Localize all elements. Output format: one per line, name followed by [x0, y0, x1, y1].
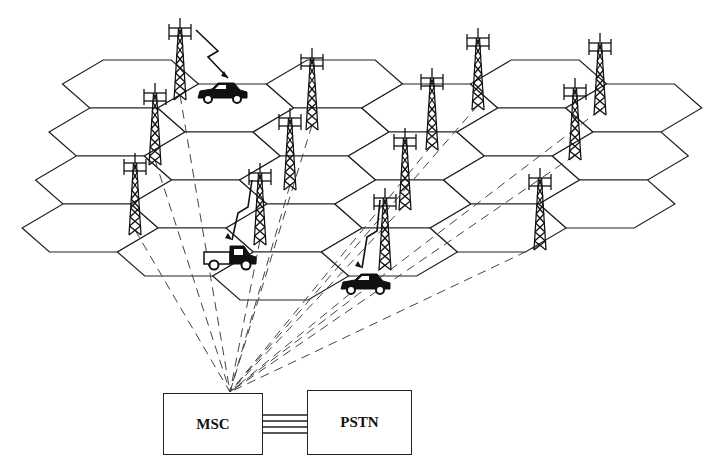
base-station-tower [529, 168, 551, 250]
radio-arrowhead [355, 261, 362, 268]
backhaul-link [155, 160, 230, 392]
car [198, 83, 247, 103]
backhaul-link [230, 240, 260, 392]
backhaul-link [230, 205, 405, 392]
base-station-tower [144, 83, 166, 165]
cell-hexagon [539, 180, 675, 228]
backhaul-link [230, 145, 432, 392]
box-label: PSTN [340, 414, 378, 431]
radio-link [196, 30, 228, 78]
base-station-tower [467, 28, 489, 110]
radio-arrowhead [225, 233, 232, 240]
system-box: MSC [163, 393, 263, 455]
base-station-tower [421, 68, 443, 150]
backhaul-link [230, 155, 575, 392]
base-station-tower [124, 153, 146, 235]
radio-arrowhead [221, 71, 228, 78]
radio-link [232, 180, 252, 240]
base-station-tower [301, 48, 323, 130]
truck [204, 246, 256, 270]
base-station-tower [169, 18, 191, 100]
base-station-tower [394, 128, 416, 210]
box-label: MSC [196, 416, 229, 433]
backhaul-link [230, 185, 290, 392]
trunk-lines [263, 415, 307, 433]
radio-link [362, 200, 380, 268]
backhaul-link [180, 95, 230, 392]
base-station-tower [249, 163, 271, 245]
base-station-tower [279, 108, 301, 190]
system-box: PSTN [307, 390, 412, 455]
cell-hexagon [144, 132, 280, 180]
cell-hexagon [457, 108, 593, 156]
backhaul-link [230, 110, 600, 392]
cell-hexagon [566, 84, 702, 132]
backhaul-link [135, 230, 230, 392]
car [341, 274, 390, 294]
base-station-tower [564, 78, 586, 160]
backhaul-link [230, 125, 312, 392]
base-station-tower [589, 33, 611, 115]
backhaul-link [230, 245, 540, 392]
backhaul-link [230, 105, 478, 392]
